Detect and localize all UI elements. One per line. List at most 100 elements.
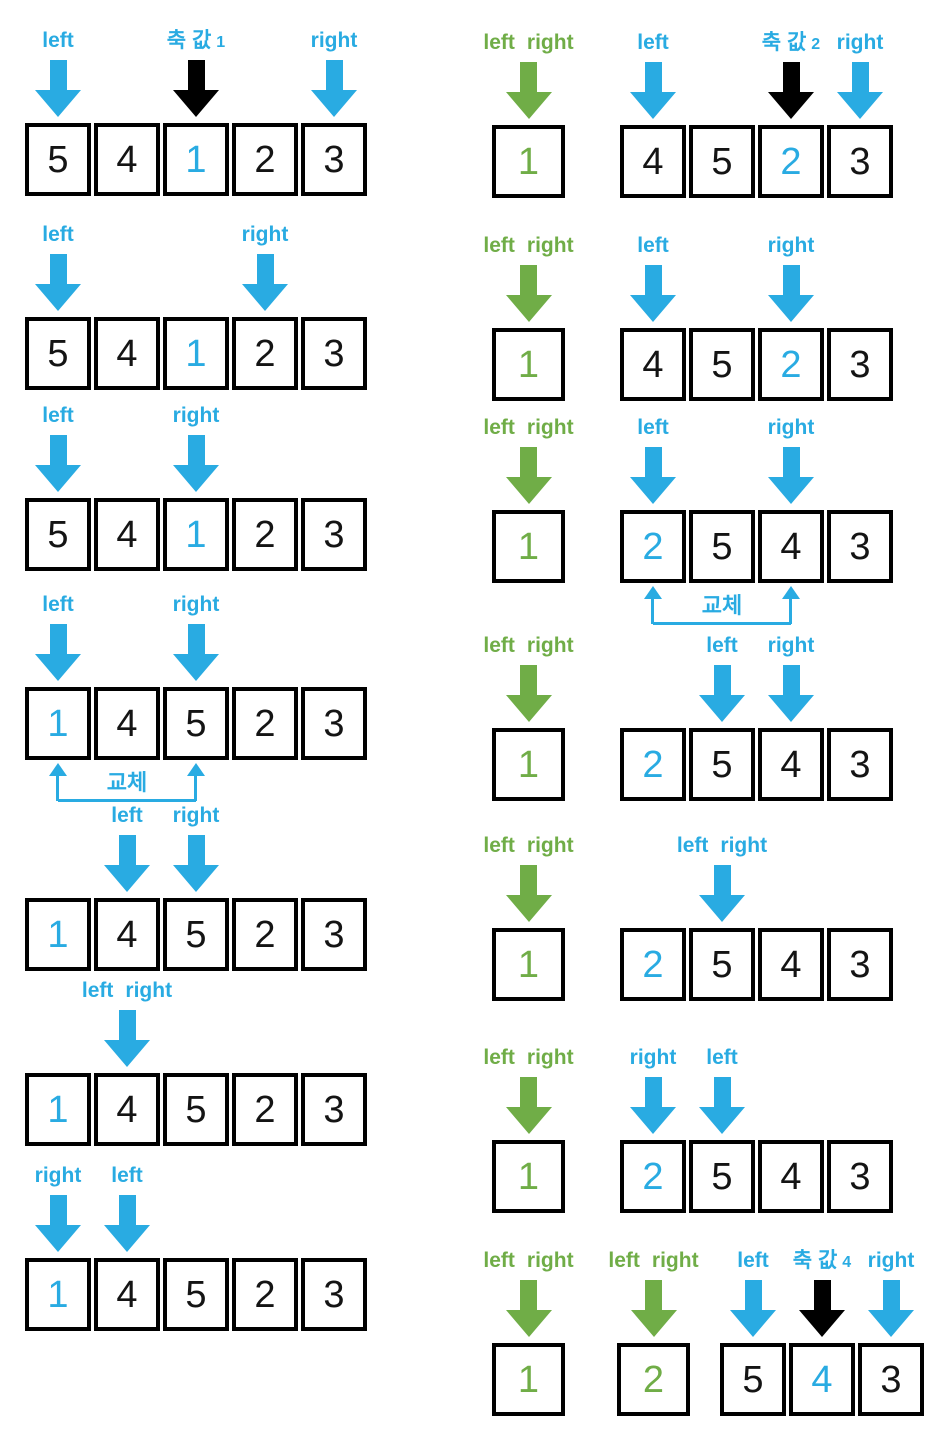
pointer-label: left bbox=[42, 29, 74, 52]
arrow-head bbox=[173, 90, 219, 117]
pointer-label-word: right bbox=[526, 634, 574, 657]
cell-value: 5 bbox=[711, 743, 733, 786]
arrow-shaft bbox=[49, 435, 67, 465]
pointer-label-word: right bbox=[526, 416, 574, 439]
cell-value: 2 bbox=[642, 1358, 665, 1401]
cell-value: 1 bbox=[47, 702, 69, 745]
arrow-head bbox=[35, 90, 81, 117]
array-cell: 2 bbox=[232, 1073, 298, 1146]
arrow-head bbox=[768, 695, 814, 722]
cell-value: 2 bbox=[254, 702, 276, 745]
array-cell: 3 bbox=[301, 1258, 367, 1331]
right-pointer: right bbox=[588, 1045, 718, 1134]
arrow-shaft bbox=[520, 265, 537, 295]
down-arrow-icon bbox=[505, 1280, 552, 1337]
arrow-shaft bbox=[49, 60, 67, 90]
value-box: 1 bbox=[492, 928, 565, 1001]
right-pointer: right bbox=[726, 415, 856, 504]
pivot-label-text: 축 값 bbox=[166, 29, 212, 52]
pivot-number: 2 bbox=[811, 36, 821, 53]
arrow-head bbox=[730, 1310, 776, 1337]
down-arrow-icon bbox=[768, 62, 814, 119]
arrow-shaft bbox=[713, 665, 731, 695]
arrow-head bbox=[630, 1107, 676, 1134]
arrow-head bbox=[630, 295, 676, 322]
cell-value: 3 bbox=[849, 525, 871, 568]
array-cell: 1 bbox=[25, 1258, 91, 1331]
pointer-label: left right bbox=[464, 633, 594, 659]
array-cell: 2 bbox=[232, 898, 298, 971]
pointer-label-word: left bbox=[483, 634, 515, 657]
pointer-label: left bbox=[637, 416, 669, 439]
array-cell: 4 bbox=[94, 498, 160, 571]
right-pointer: right bbox=[200, 222, 330, 311]
array-cell: 3 bbox=[827, 328, 893, 401]
left-pointer: left bbox=[0, 403, 123, 492]
array-cell: 2 bbox=[232, 317, 298, 390]
down-arrow-icon bbox=[173, 60, 219, 117]
cell-value: 3 bbox=[849, 140, 871, 183]
pointer-label: left bbox=[42, 404, 74, 427]
array-cell: 3 bbox=[301, 1073, 367, 1146]
value-box: 1 bbox=[492, 1140, 565, 1213]
array-cell: 3 bbox=[827, 125, 893, 198]
arrow-shaft bbox=[325, 60, 343, 90]
down-arrow-icon bbox=[311, 60, 357, 117]
array-cell: 4 bbox=[94, 317, 160, 390]
down-arrow-icon bbox=[699, 865, 745, 922]
array-cell: 4 bbox=[758, 728, 824, 801]
cell-value: 3 bbox=[849, 343, 871, 386]
left-pointer: left bbox=[657, 1045, 787, 1134]
left-pointer: left bbox=[0, 222, 123, 311]
right-pointer: right bbox=[795, 30, 925, 119]
pointer-label: right bbox=[836, 31, 884, 54]
arrow-head bbox=[505, 1107, 552, 1134]
pointer-label-word: right bbox=[526, 234, 574, 257]
up-arrow-icon bbox=[49, 763, 67, 776]
array-cell: 2 bbox=[620, 1140, 686, 1213]
pointer-label: right bbox=[867, 1249, 915, 1272]
pivot-number: 4 bbox=[842, 1254, 852, 1271]
arrow-shaft bbox=[644, 62, 662, 92]
cell-value: 4 bbox=[780, 943, 802, 986]
arrow-head bbox=[35, 284, 81, 311]
cell-value: 3 bbox=[880, 1358, 902, 1401]
right-pointer: right bbox=[0, 1163, 123, 1252]
cell-value: 2 bbox=[642, 1155, 664, 1198]
down-arrow-icon bbox=[505, 665, 552, 722]
arrow-head bbox=[505, 1310, 552, 1337]
cell-value: 5 bbox=[711, 140, 733, 183]
swap-label: 교체 bbox=[106, 770, 148, 795]
array-cell: 3 bbox=[301, 123, 367, 196]
cell-value: 5 bbox=[711, 343, 733, 386]
arrow-head bbox=[699, 895, 745, 922]
pointer-label: right bbox=[767, 416, 815, 439]
arrow-shaft bbox=[813, 1280, 831, 1310]
array-cell: 5 bbox=[163, 1073, 229, 1146]
cell-value: 5 bbox=[185, 702, 207, 745]
arrow-shaft bbox=[187, 60, 205, 90]
down-arrow-icon bbox=[505, 865, 552, 922]
arrow-shaft bbox=[187, 435, 205, 465]
pointer-label: right bbox=[767, 634, 815, 657]
arrow-head bbox=[699, 695, 745, 722]
down-arrow-icon bbox=[630, 1077, 676, 1134]
left-pointer: left bbox=[688, 1248, 818, 1337]
array-cell: 5 bbox=[689, 728, 755, 801]
cell-value: 5 bbox=[47, 513, 69, 556]
pivot-label-text: 축 값 bbox=[792, 1249, 838, 1272]
cell-value: 1 bbox=[185, 332, 207, 375]
left-pointer: left bbox=[0, 592, 123, 681]
pointer-label-word: right bbox=[526, 31, 574, 54]
cell-value: 1 bbox=[185, 513, 207, 556]
cell-value: 2 bbox=[254, 1273, 276, 1316]
arrow-shaft bbox=[782, 265, 800, 295]
